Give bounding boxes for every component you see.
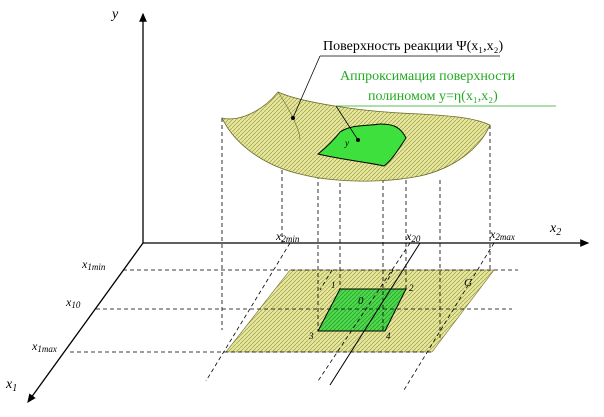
inner-slant-right (385, 269, 394, 284)
point-3-label: 3 (308, 331, 314, 341)
region-g-label: G (464, 277, 472, 289)
approximation-patch (316, 123, 407, 167)
point-1-label: 1 (331, 280, 336, 290)
approximation-label-1: Аппроксимация поверхности (340, 69, 516, 84)
x20-solid (329, 242, 421, 386)
x2-axis-label: x2 (549, 221, 561, 238)
x1min-label: x1min (81, 257, 106, 272)
y-axis-label: y (110, 7, 119, 22)
surface-point-label: y (344, 138, 349, 148)
point-2-label: 2 (409, 283, 414, 293)
x1-axis-label: x1 (5, 377, 17, 394)
leader-dot-surface (291, 116, 295, 120)
point-4-label: 4 (386, 331, 391, 341)
leader-approx (335, 105, 359, 141)
x2min-slant (205, 242, 291, 382)
x1max-label: x1max (31, 339, 57, 354)
inner-slant-left (319, 269, 333, 291)
x10-label: x10 (65, 295, 81, 310)
x2min-label: x2min (275, 229, 300, 244)
x2max-slant (403, 242, 495, 391)
x20-label: x20 (405, 229, 421, 244)
response-surface-label: Поверхность реакции Ψ(x₁,x₂) (323, 39, 504, 54)
center-0-label: 0 (358, 295, 364, 307)
leader-dot-approx (356, 138, 360, 142)
x1-axis (27, 242, 144, 404)
leader-surface (291, 55, 321, 121)
approximation-label-2: полиномом y=η(x₁,x₂) (368, 89, 498, 104)
x2max-label: x2max (489, 227, 515, 242)
